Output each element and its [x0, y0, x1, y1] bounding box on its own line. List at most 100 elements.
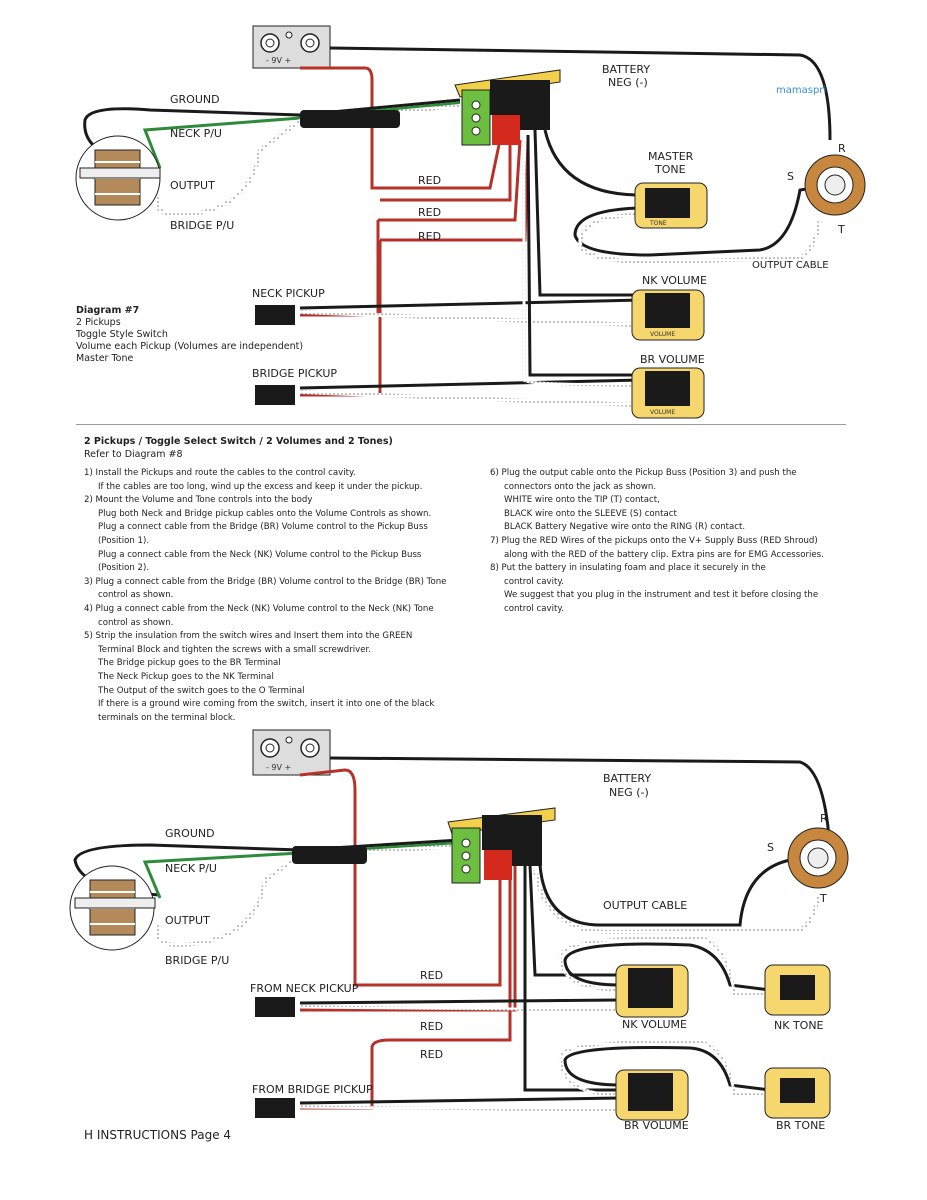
instruction-line: terminals on the terminal block.	[98, 712, 236, 723]
nk-vol-cable-2	[528, 864, 620, 977]
neck-cable-2	[299, 998, 621, 1005]
instruction-line: control as shown.	[98, 590, 174, 601]
label-red-2: RED	[418, 206, 441, 219]
label-r-2: R	[820, 812, 828, 825]
diagram-7-caption: Diagram #7 2 Pickups Toggle Style Switch…	[76, 305, 303, 365]
br-vol-cable-w	[522, 140, 641, 387]
label-neck-pu: NECK P/U	[170, 127, 222, 140]
instruction-line: Plug a connect cable from the Neck (NK) …	[98, 549, 422, 560]
label-bridge-pickup: BRIDGE PICKUP	[252, 367, 337, 380]
battery-polarity-2: - 9V +	[266, 763, 291, 772]
instructions-title: 2 Pickups / Toggle Select Switch / 2 Vol…	[84, 436, 393, 447]
master-tone-pot: TONE	[634, 182, 708, 229]
br-vol-cable	[526, 134, 640, 377]
output-cable-2w	[533, 869, 820, 935]
label-ground-2: GROUND	[165, 827, 215, 840]
bridge-pu-wire-2	[155, 844, 461, 948]
instructions-column-2: 6) Plug the output cable onto the Pickup…	[490, 467, 850, 617]
output-jack	[804, 154, 866, 216]
label-neck-pu-2: NECK P/U	[165, 862, 217, 875]
label-nk-volume: NK VOLUME	[642, 274, 707, 287]
neck-pickup-connector	[255, 305, 295, 325]
instruction-line: 3) Plug a connect cable from the Bridge …	[84, 576, 447, 587]
label-red-6: RED	[420, 1048, 443, 1061]
label-neg: NEG (-)	[608, 76, 648, 89]
neck-cable-2w	[299, 1005, 621, 1012]
instruction-line: 6) Plug the output cable onto the Pickup…	[490, 468, 797, 478]
br-volume-pot-2	[615, 1069, 689, 1121]
instruction-line: The Output of the switch goes to the O T…	[98, 685, 305, 696]
neck-pickup-cable	[299, 298, 641, 310]
instruction-line: control cavity.	[504, 603, 564, 614]
bridge-pickup-cable	[299, 378, 641, 390]
toggle-switch-2	[69, 865, 156, 951]
caption-line: Master Tone	[76, 353, 134, 364]
label-master-tone: TONE	[654, 163, 686, 176]
volume-pcb-mark-2: VOLUME	[650, 409, 675, 416]
tone-pcb-mark: TONE	[649, 220, 667, 227]
instructions-column-1: 1) Install the Pickups and route the cab…	[84, 467, 479, 725]
label-red-3: RED	[418, 230, 441, 243]
toggle-switch	[75, 135, 161, 221]
instructions-header: 2 Pickups / Toggle Select Switch / 2 Vol…	[84, 436, 844, 460]
instruction-line: 7) Plug the RED Wires of the pickups ont…	[490, 535, 818, 546]
caption-line: Volume each Pickup (Volumes are independ…	[76, 341, 304, 352]
caption-line: 2 Pickups	[76, 317, 121, 328]
instruction-line: (Position 1).	[98, 535, 150, 546]
label-battery: BATTERY	[602, 63, 650, 76]
instruction-line: The Neck Pickup goes to the NK Terminal	[98, 671, 274, 682]
instruction-line: If there is a ground wire coming from th…	[98, 699, 435, 710]
instruction-line: control as shown.	[98, 617, 174, 628]
nk-tone-link-w	[558, 936, 770, 997]
instruction-line: connectors onto the jack as shown.	[504, 481, 657, 492]
instruction-line: If the cables are too long, wind up the …	[98, 481, 423, 492]
diagram-7: - 9V +	[75, 25, 866, 419]
nk-volume-pot: VOLUME	[631, 289, 705, 341]
label-output-cable: OUTPUT CABLE	[752, 260, 829, 271]
label-br-volume-2: BR VOLUME	[624, 1119, 689, 1132]
label-red-4: RED	[420, 969, 443, 982]
label-bridge-pu: BRIDGE P/U	[170, 219, 234, 232]
instruction-line: BLACK wire onto the SLEEVE (S) contact	[504, 508, 677, 519]
label-s-2: S	[767, 841, 774, 854]
label-neck-pickup: NECK PICKUP	[252, 287, 325, 300]
pickup-buss-2	[447, 807, 556, 884]
label-master: MASTER	[648, 150, 694, 163]
label-t-2: T	[819, 892, 827, 905]
label-red-1: RED	[418, 174, 441, 187]
red-wire-4	[300, 1048, 374, 1110]
label-output-cable-2: OUTPUT CABLE	[603, 899, 687, 912]
label-output-2: OUTPUT	[165, 914, 210, 927]
br-tone-link	[563, 1046, 771, 1092]
br-tone-link-w	[558, 1040, 770, 1097]
nk-vol-cable	[533, 129, 640, 297]
heat-shrink-2	[292, 846, 367, 864]
bridge-cable-2w	[299, 1105, 621, 1112]
br-tone-pot	[764, 1067, 831, 1119]
instruction-line: 1) Install the Pickups and route the cab…	[84, 468, 356, 478]
battery-clip-2: - 9V +	[252, 729, 331, 776]
bridge-pickup-connector	[255, 385, 295, 405]
red-wire-3b	[380, 139, 530, 242]
watermark: mamaspri	[776, 85, 826, 96]
label-red-5: RED	[420, 1020, 443, 1033]
label-br-tone: BR TONE	[776, 1119, 825, 1132]
instruction-line: Terminal Block and tighten the screws wi…	[98, 644, 371, 655]
instruction-line: Plug both Neck and Bridge pickup cables …	[98, 508, 432, 519]
pickup-buss	[454, 69, 561, 146]
label-from-bridge: FROM BRIDGE PICKUP	[252, 1083, 373, 1096]
label-nk-volume-2: NK VOLUME	[622, 1018, 687, 1031]
instruction-line: BLACK Battery Negative wire onto the RIN…	[504, 522, 746, 533]
volume-pcb-mark: VOLUME	[650, 331, 675, 338]
output-jack-2	[787, 827, 849, 889]
neck-pickup-cable-white	[299, 310, 641, 327]
bridge-cable-2	[299, 1096, 621, 1105]
instruction-line: WHITE wire onto the TIP (T) contact,	[504, 495, 660, 506]
instruction-line: control cavity.	[504, 576, 564, 587]
instruction-line: 8) Put the battery in insulating foam an…	[490, 563, 766, 574]
label-output: OUTPUT	[170, 179, 215, 192]
master-tone-cable-2	[573, 183, 831, 257]
instruction-line: 4) Plug a connect cable from the Neck (N…	[84, 603, 434, 614]
label-nk-tone: NK TONE	[774, 1019, 824, 1032]
